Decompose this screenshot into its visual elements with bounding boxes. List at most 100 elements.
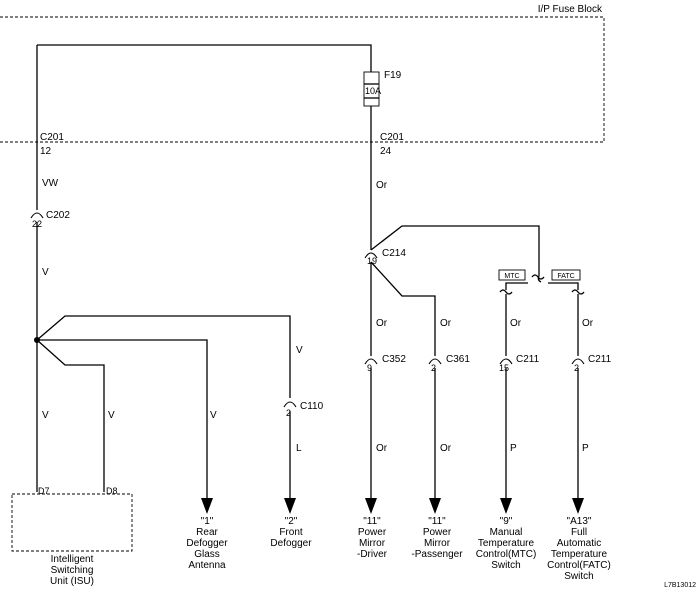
isu-pin-d7: D7 (38, 486, 50, 496)
wire-color-or-driver-1: Or (376, 318, 388, 329)
dest-mirror-passenger-line: Power (423, 527, 452, 538)
option-tilde (531, 274, 545, 280)
dest-rear-defogger: "1" Rear Defogger Glass Antenna (186, 516, 228, 571)
arrow-mirror-driver (365, 498, 377, 514)
dest-mtc-switch-line: Temperature (478, 538, 535, 549)
isu-label-2: Switching (51, 565, 94, 576)
wire-mirror-passenger-upper (370, 261, 436, 356)
c202-pin: 22 (32, 219, 42, 229)
dest-mirror-passenger-line: -Passenger (411, 549, 463, 560)
c110-name: C110 (300, 401, 324, 412)
c201-right-pin: 24 (380, 146, 392, 157)
c110-pin: 2 (286, 408, 291, 418)
arrow-fatc-switch (572, 498, 584, 514)
dest-mtc-switch-line: Manual (490, 527, 523, 538)
dest-fatc-switch: "A13" Full Automatic Temperature Control… (547, 516, 611, 582)
isu-label-1: Intelligent (51, 554, 94, 565)
dest-front-defogger-ref: "2" (285, 516, 298, 527)
wire-color-front-defogger-l: L (296, 443, 302, 454)
c201-left-name: C201 (40, 132, 64, 143)
wire-hvac-feed (370, 225, 540, 276)
dest-mtc-switch: "9" Manual Temperature Control(MTC) Swit… (476, 516, 537, 571)
c211-fatc-pin: 2 (574, 363, 579, 373)
dest-fatc-switch-line: Switch (564, 571, 593, 582)
option-fatc-tag (551, 269, 581, 281)
c202-name: C202 (46, 210, 70, 221)
wire-color-vw: VW (42, 178, 59, 189)
connector-c361-symbol (428, 358, 442, 365)
c211-mtc-pin: 15 (499, 363, 509, 373)
c211-fatc-name: C211 (588, 354, 612, 365)
dest-rear-defogger-line: Rear (196, 527, 218, 538)
dest-fatc-switch-ref: "A13" (567, 516, 592, 527)
dest-mirror-driver-line: Mirror (359, 538, 386, 549)
option-mtc-tag (498, 269, 526, 281)
arrow-front-defogger (284, 498, 296, 514)
wire-color-or-upper: Or (376, 180, 388, 191)
connector-c110-symbol (283, 401, 297, 408)
connector-c211-mtc-symbol (499, 358, 513, 365)
c361-name: C361 (446, 354, 470, 365)
dest-front-defogger-line: Front (279, 527, 303, 538)
wire-color-isu-d8: V (108, 410, 115, 421)
c201-right-name: C201 (380, 132, 404, 143)
dest-rear-defogger-line: Glass (194, 549, 220, 560)
wire-branch-front-defogger (36, 315, 291, 398)
fuse-f19-name: F19 (384, 70, 402, 81)
fuse-block-bus (37, 44, 372, 72)
option-fatc-label: FATC (557, 273, 574, 280)
wire-color-p-mtc: P (510, 443, 517, 454)
arrow-mtc-switch (500, 498, 512, 514)
dest-fatc-switch-line: Temperature (551, 549, 608, 560)
connector-c214-symbol (364, 252, 378, 259)
dest-fatc-switch-line: Control(FATC) (547, 560, 611, 571)
connector-c211-fatc-symbol (571, 358, 585, 365)
wire-color-or-passenger-2: Or (440, 443, 452, 454)
isu-label-3: Unit (ISU) (50, 576, 94, 587)
wire-color-p-fatc: P (582, 443, 589, 454)
option-mtc-tilde (499, 289, 513, 295)
wire-color-or-driver-2: Or (376, 443, 388, 454)
wire-color-or-passenger-1: Or (440, 318, 452, 329)
wire-branch-rear-defogger (37, 339, 208, 500)
dest-mirror-passenger: "11" Power Mirror -Passenger (411, 516, 463, 560)
fuse-block-outline (0, 16, 605, 143)
dest-mirror-passenger-ref: "11" (428, 516, 446, 527)
arrow-rear-defogger (201, 498, 213, 514)
fuse-block-label: I/P Fuse Block (538, 4, 603, 15)
dest-mtc-switch-line: Control(MTC) (476, 549, 537, 560)
dest-front-defogger: "2" Front Defogger (270, 516, 312, 549)
option-fatc-tilde (571, 289, 585, 295)
dest-fatc-switch-line: Automatic (557, 538, 601, 549)
dest-mirror-driver-line: -Driver (357, 549, 388, 560)
dest-rear-defogger-ref: "1" (201, 516, 214, 527)
option-split-mark (537, 275, 542, 283)
wire-color-or-fatc-1: Or (582, 318, 594, 329)
c201-left-pin: 12 (40, 146, 52, 157)
wire-color-front-defogger-v: V (296, 345, 303, 356)
connector-c202-symbol (30, 212, 44, 219)
c214-name: C214 (382, 248, 406, 259)
figure-id: L7B13012 (664, 582, 696, 589)
c211-mtc-name: C211 (516, 354, 540, 365)
wire-option-mtc (505, 282, 528, 290)
c214-pin: 19 (367, 256, 377, 266)
dest-fatc-switch-line: Full (571, 527, 587, 538)
arrow-mirror-passenger (429, 498, 441, 514)
dest-mtc-switch-ref: "9" (500, 516, 513, 527)
wire-color-left-v-upper: V (42, 267, 49, 278)
dest-mtc-switch-line: Switch (491, 560, 520, 571)
dest-rear-defogger-line: Antenna (188, 560, 226, 571)
wire-option-fatc (548, 282, 579, 290)
dest-mirror-driver-ref: "11" (363, 516, 381, 527)
connector-c352-symbol (364, 358, 378, 365)
option-mtc-label: MTC (504, 273, 519, 280)
isu-module-box (11, 493, 133, 552)
dest-mirror-driver-line: Power (358, 527, 387, 538)
dest-mirror-driver: "11" Power Mirror -Driver (357, 516, 388, 560)
isu-pin-d8: D8 (106, 486, 118, 496)
wire-branch-isu-d8 (36, 339, 105, 492)
dest-mirror-passenger-line: Mirror (424, 538, 451, 549)
